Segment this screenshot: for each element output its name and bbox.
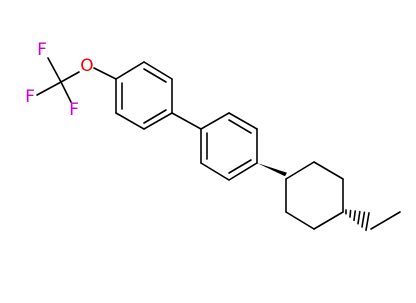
ethyl-bond [370,211,401,230]
fluorine-atom-label-top: F [37,40,47,60]
ring1-double-2 [143,109,167,124]
ring1-bond-e [115,112,145,130]
bond-c-f-top [47,57,62,83]
benzene-ring-1 [115,61,173,130]
ring1-bond-b [143,61,173,80]
bond-ring-o [93,67,117,80]
ring1-bond-a [115,61,145,80]
ring1-bond-d [143,112,173,130]
bond-c-f-left [36,81,62,96]
fluorine-atom-label-left: F [25,87,35,107]
ring2-bond-e [200,162,230,181]
hashed-bond-cyclohexyl-ethyl [345,209,370,232]
oxygen-atom-label: O [80,56,93,76]
cyclohexane-ring [285,161,344,230]
fluorine-atom-label-bottom: F [69,100,79,120]
ring2-double-2 [228,159,252,174]
cyclohexane-bond-d [313,211,344,230]
cyclohexane-bond-e [285,211,315,230]
ring2-bond-d [228,162,258,181]
ring2-bond-b [228,112,258,130]
bond-c-f-bottom [60,81,72,103]
cyclohexane-bond-a [285,161,315,180]
ring1-double-1 [143,68,167,83]
benzene-ring-2 [200,112,258,181]
ring2-double-1 [228,119,252,134]
wedge-bond-aryl-cyclohexyl [257,163,287,177]
bond-o-cf3 [60,71,80,83]
biphenyl-bond [171,112,202,130]
trifluoromethoxy-group [36,57,117,103]
cyclohexane-bond-b [313,161,344,180]
ring2-bond-a [200,112,230,130]
